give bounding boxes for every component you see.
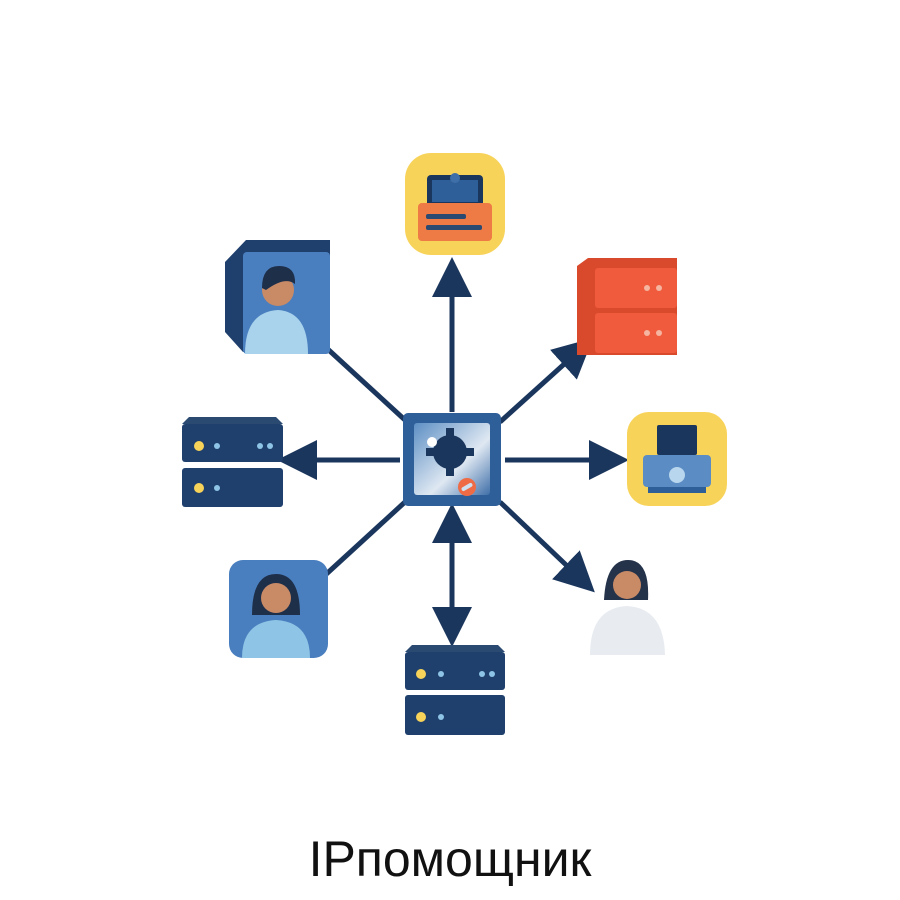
server-icon [405,645,505,735]
product-title: IPпомощник [308,831,592,887]
hub-gear-icon [403,413,501,506]
arrow-bottom-right [498,500,595,593]
server-icon [182,417,283,507]
person-icon [590,560,665,655]
printer-icon [627,412,727,506]
person-icon [225,240,330,354]
laptop-card-icon [405,153,505,255]
line-bottom-left [320,500,407,580]
arrow-top-right [498,337,594,424]
person-icon [229,560,328,658]
line-top-left [318,340,407,422]
server-icon [577,258,677,355]
